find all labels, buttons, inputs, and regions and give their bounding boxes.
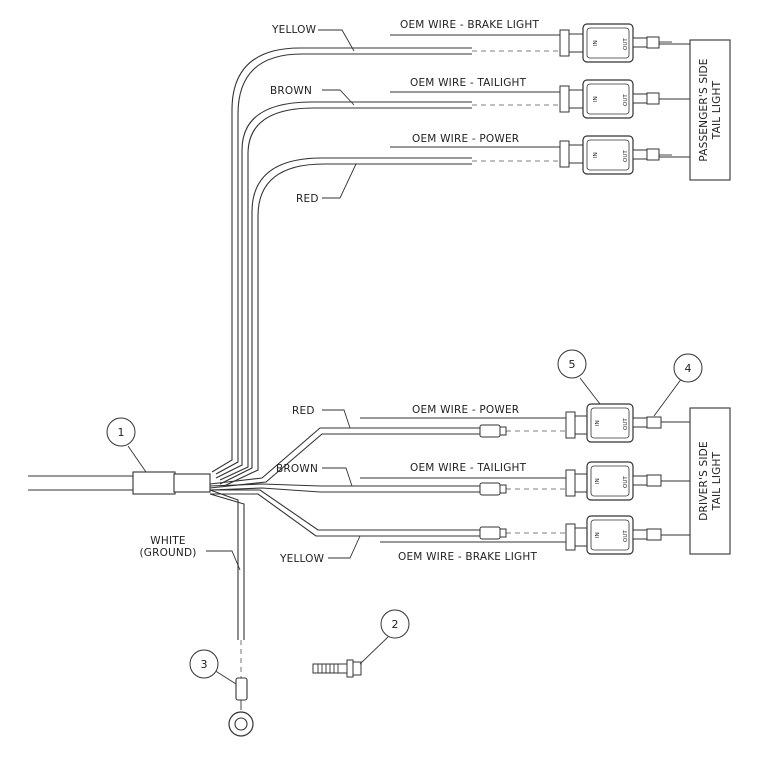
- top-wire-brown: [215, 101, 472, 481]
- bottom-wire-brown: [209, 483, 480, 493]
- converter-module-bottom-3: IN OUT: [565, 515, 690, 555]
- label-top-yellow: YELLOW: [271, 24, 317, 36]
- callout-5: 5: [557, 349, 601, 405]
- top-wire-red: [219, 157, 472, 487]
- svg-text:4: 4: [685, 362, 692, 375]
- label-bottom-oem-power: OEM WIRE - POWER: [412, 404, 519, 416]
- svg-text:2: 2: [392, 618, 399, 631]
- bottom-oem-lines: [360, 417, 566, 543]
- bolt: [312, 659, 362, 678]
- module-in-mark: IN: [593, 96, 599, 102]
- label-white: WHITE: [150, 535, 185, 547]
- converter-module-top-1: IN OUT: [559, 23, 690, 63]
- callout-1: 1: [106, 417, 147, 473]
- svg-text:1: 1: [118, 426, 125, 439]
- main-cable: [28, 475, 140, 491]
- module-in-mark: IN: [593, 40, 599, 46]
- module-out-mark: OUT: [623, 150, 629, 162]
- bottom-wire-yellow: [210, 489, 480, 537]
- module-in-mark: IN: [595, 532, 601, 538]
- label-top-oem-brake: OEM WIRE - BRAKE LIGHT: [400, 19, 539, 31]
- module-out-mark: OUT: [623, 418, 629, 430]
- label-leaders: [206, 29, 361, 571]
- module-out-mark: OUT: [623, 476, 629, 488]
- ring-terminal: [228, 677, 254, 737]
- label-top-brown: BROWN: [270, 85, 312, 97]
- label-bottom-yellow: YELLOW: [279, 553, 325, 565]
- passenger-side-label-line1: PASSENGER'S SIDE: [698, 58, 710, 161]
- label-bottom-brown: BROWN: [276, 463, 318, 475]
- converter-module-top-2: IN OUT: [559, 79, 690, 119]
- callout-4: 4: [653, 353, 703, 417]
- top-wire-yellow: [211, 47, 472, 475]
- module-in-mark: IN: [595, 420, 601, 426]
- label-ground: (GROUND): [139, 547, 196, 559]
- callout-3: 3: [189, 649, 237, 685]
- module-out-mark: OUT: [623, 38, 629, 50]
- module-in-mark: IN: [595, 478, 601, 484]
- converter-module-bottom-1: IN OUT: [565, 403, 690, 443]
- module-out-mark: OUT: [623, 530, 629, 542]
- converter-module-top-3: IN OUT: [559, 135, 690, 175]
- module-in-mark: IN: [593, 152, 599, 158]
- top-oem-lines: [390, 34, 560, 162]
- passenger-side-box: PASSENGER'S SIDE TAIL LIGHT: [689, 39, 731, 181]
- label-bottom-oem-brake: OEM WIRE - BRAKE LIGHT: [398, 551, 537, 563]
- label-top-oem-tail: OEM WIRE - TAILIGHT: [410, 77, 527, 89]
- converter-module-bottom-2: IN OUT: [565, 461, 690, 501]
- bullet-connector-tailight: [479, 482, 507, 496]
- bottom-wire-red: [209, 427, 480, 489]
- label-bottom-oem-tail: OEM WIRE - TAILIGHT: [410, 462, 527, 474]
- heat-shrink-sleeve: [132, 471, 176, 495]
- driver-side-box: DRIVER'S SIDE TAIL LIGHT: [689, 407, 731, 555]
- label-top-oem-power: OEM WIRE - POWER: [412, 133, 519, 145]
- module-out-mark: OUT: [623, 94, 629, 106]
- svg-text:5: 5: [569, 358, 576, 371]
- driver-side-label-line2: TAIL LIGHT: [711, 451, 723, 511]
- bullet-connector-brake: [479, 526, 507, 540]
- passenger-side-label-line2: TAIL LIGHT: [711, 80, 723, 140]
- callout-2: 2: [359, 609, 410, 665]
- white-ground-wire: [209, 489, 245, 678]
- cable-joint: [173, 473, 211, 493]
- svg-text:3: 3: [201, 658, 208, 671]
- driver-side-label-line1: DRIVER'S SIDE: [698, 441, 710, 521]
- label-top-red: RED: [296, 193, 319, 205]
- label-bottom-red: RED: [292, 405, 315, 417]
- bullet-connector-power: [479, 424, 507, 438]
